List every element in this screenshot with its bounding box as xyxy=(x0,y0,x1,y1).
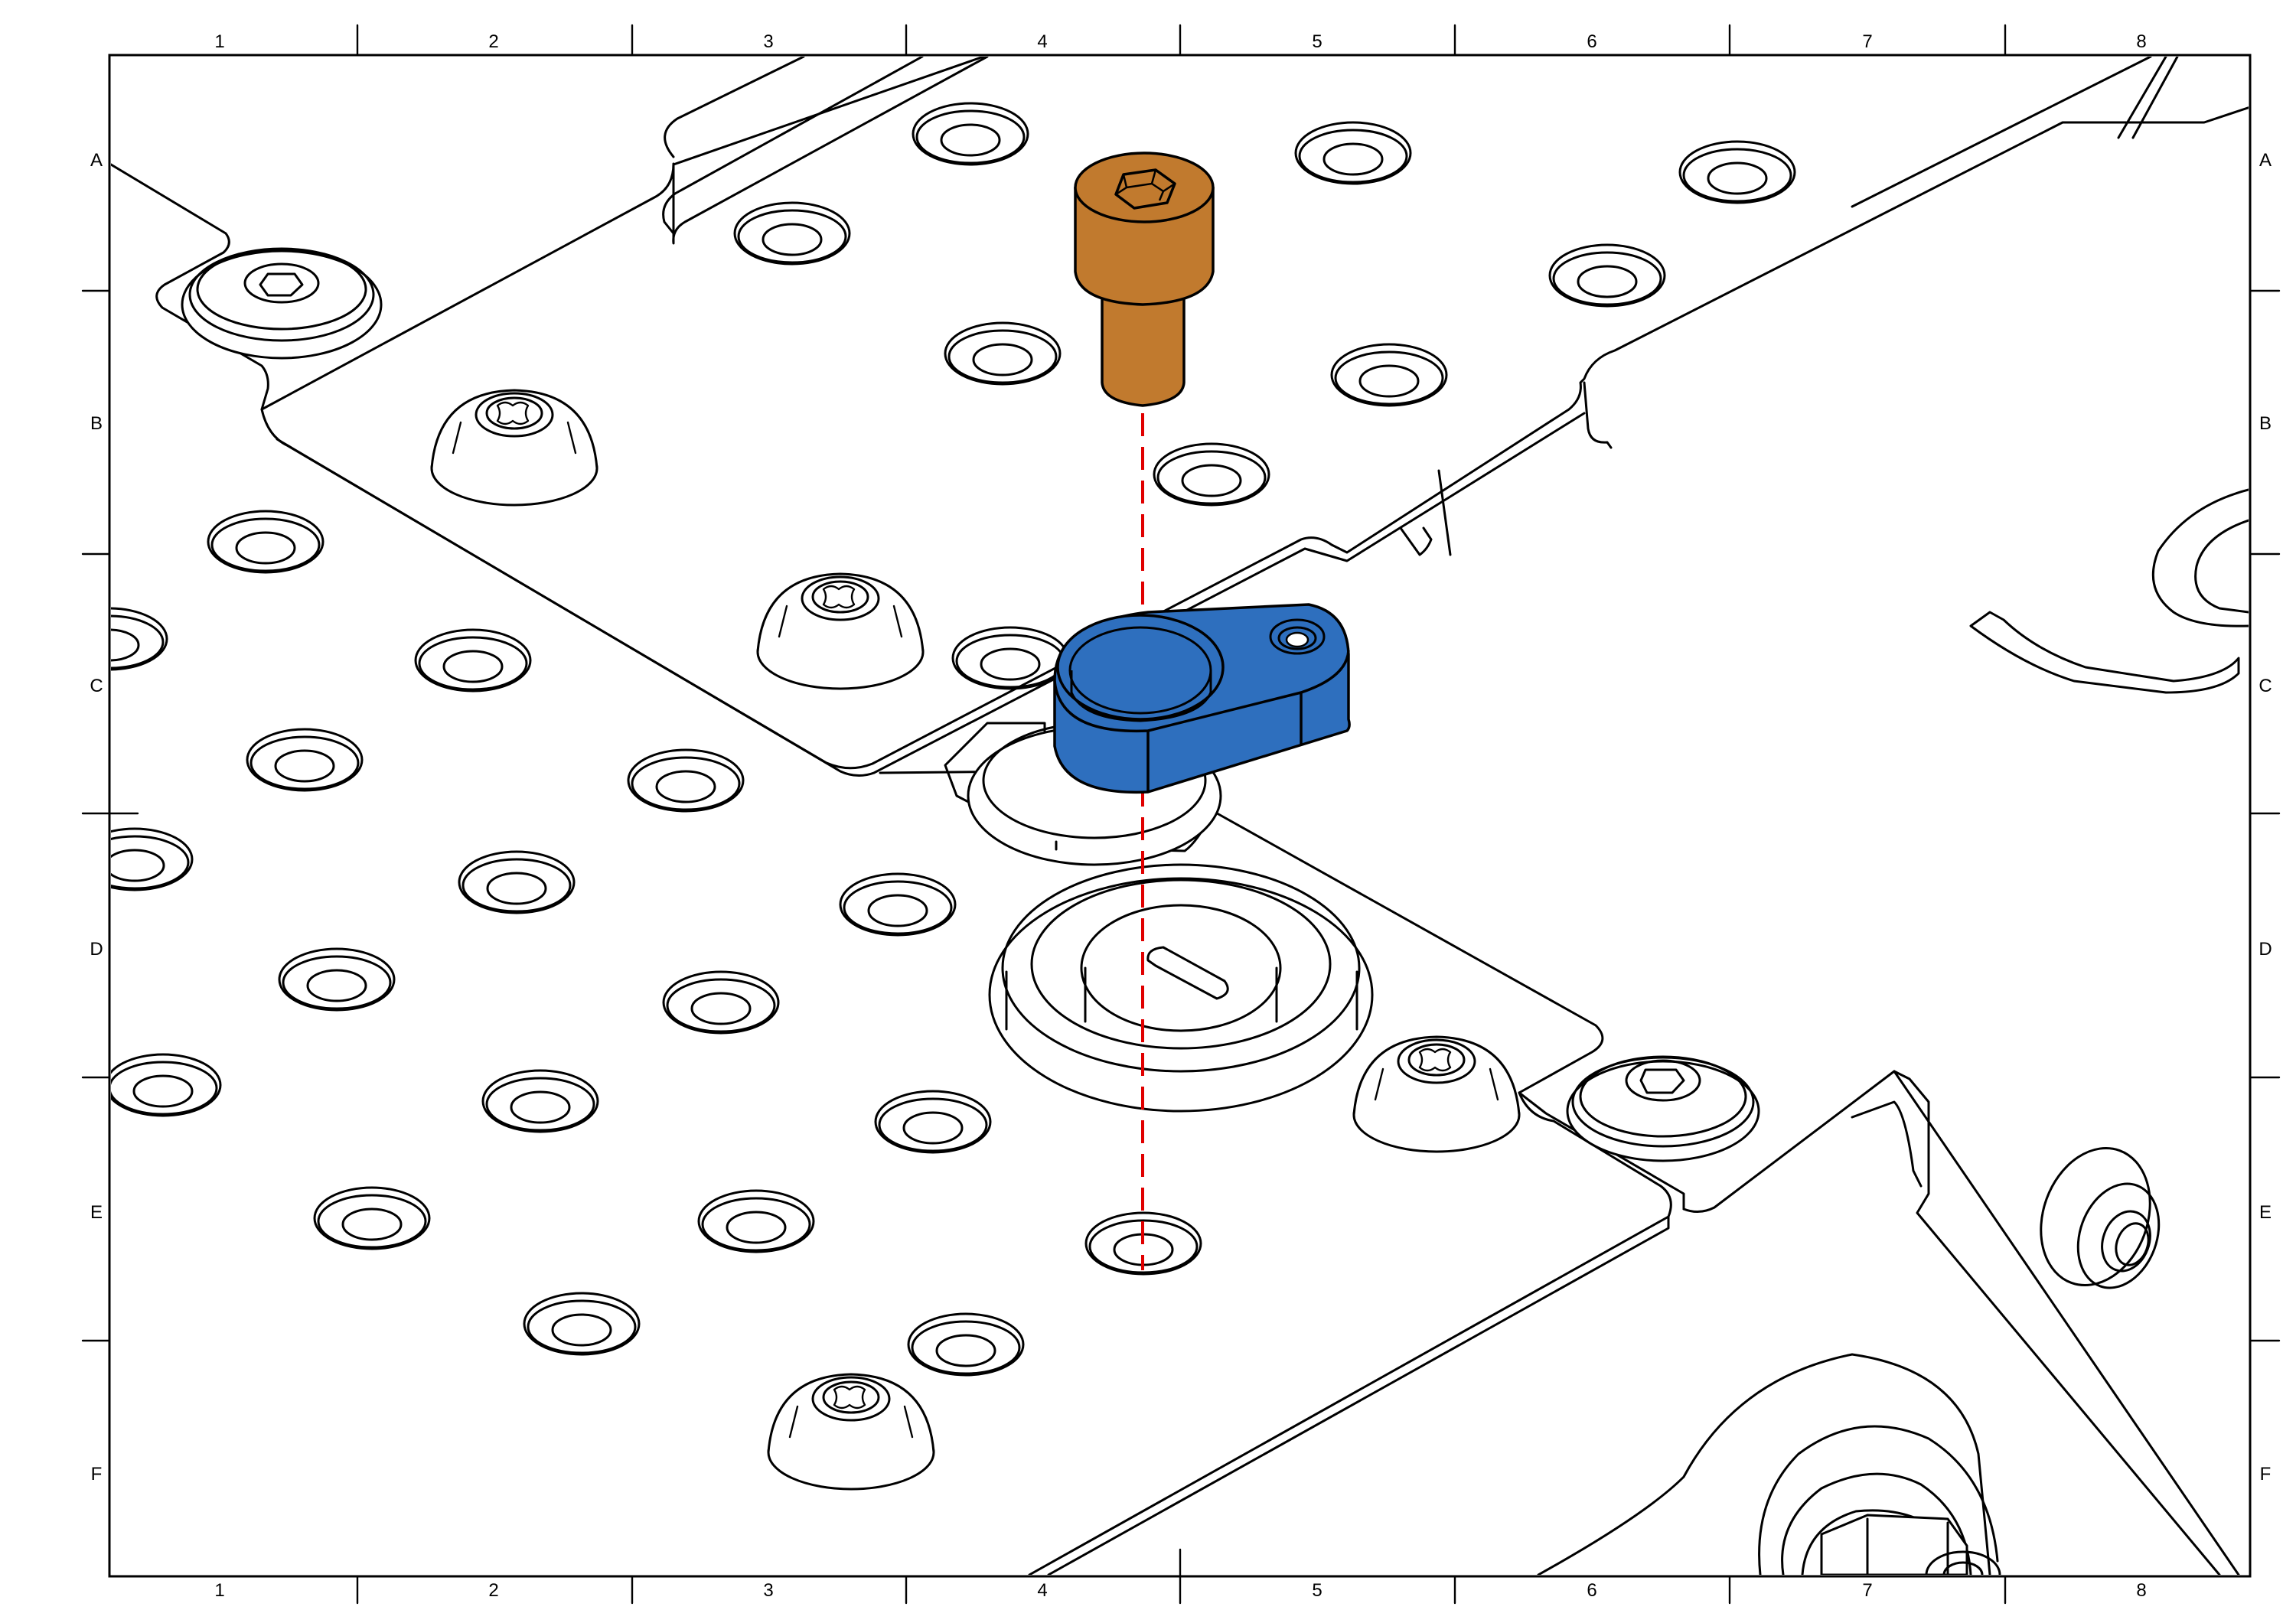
countersunk-hole xyxy=(1153,442,1270,507)
countersunk-hole xyxy=(414,628,532,693)
countersunk-hole xyxy=(246,728,364,792)
countersunk-hole xyxy=(111,1053,222,1117)
countersunk-hole xyxy=(697,1189,815,1253)
countersunk-hole xyxy=(458,850,576,914)
column-label-bottom: 5 xyxy=(1312,1580,1322,1601)
countersunk-hole xyxy=(278,947,396,1012)
torx-button-screw xyxy=(430,389,598,507)
lower-plate xyxy=(879,770,2240,1575)
row-label-right: C xyxy=(2258,676,2272,696)
column-label-bottom: 7 xyxy=(1862,1580,1872,1601)
column-label-top: 4 xyxy=(1037,31,1047,52)
row-label-left: C xyxy=(90,676,103,696)
column-label-top: 1 xyxy=(214,31,224,52)
column-label-top: 8 xyxy=(2136,31,2146,52)
row-label-left: E xyxy=(90,1202,103,1223)
center-boss xyxy=(988,863,1374,1113)
row-label-right: F xyxy=(2260,1464,2272,1484)
countersunk-hole xyxy=(907,1312,1025,1377)
row-label-right: D xyxy=(2258,939,2272,960)
column-label-bottom: 3 xyxy=(763,1580,773,1601)
installed-socket-screw xyxy=(181,247,383,360)
row-label-right: E xyxy=(2259,1202,2272,1223)
installed-socket-screw xyxy=(1566,1055,1760,1162)
countersunk-hole xyxy=(111,607,168,671)
highlighted-socket-screw xyxy=(1074,152,1215,407)
hex-nut-assembly xyxy=(1537,1353,2001,1575)
highlighted-bracket xyxy=(1053,603,1351,794)
countersunk-hole xyxy=(313,1186,431,1250)
drawing-frame: 1 2 3 4 5 6 7 8 1 2 3 4 5 6 7 8 A B C D … xyxy=(81,24,2281,1605)
countersunk-hole xyxy=(944,321,1062,386)
column-label-bottom: 1 xyxy=(214,1580,224,1601)
row-label-left: F xyxy=(91,1464,103,1484)
column-label-bottom: 6 xyxy=(1587,1580,1596,1601)
countersunk-hole xyxy=(481,1069,599,1133)
torx-screws xyxy=(430,389,1521,1491)
column-label-bottom: 4 xyxy=(1037,1580,1047,1601)
countersunk-hole xyxy=(874,1090,992,1154)
column-label-bottom: 2 xyxy=(488,1580,498,1601)
edge-bracket xyxy=(1969,488,2249,694)
countersunk-hole xyxy=(951,626,1069,690)
row-label-left: B xyxy=(90,413,103,434)
countersunk-hole xyxy=(523,1292,641,1356)
column-label-top: 6 xyxy=(1587,31,1596,52)
column-label-top: 3 xyxy=(763,31,773,52)
torx-button-screw xyxy=(756,572,925,690)
countersunk-hole xyxy=(1330,343,1448,407)
torx-button-screw xyxy=(767,1373,935,1491)
countersunk-hole xyxy=(207,510,325,574)
row-label-left: D xyxy=(90,939,103,960)
row-label-left: A xyxy=(90,150,103,171)
column-label-bottom: 8 xyxy=(2136,1580,2146,1601)
column-label-top: 7 xyxy=(1862,31,1872,52)
countersunk-hole xyxy=(627,748,745,813)
countersunk-hole xyxy=(662,970,780,1035)
countersunk-hole xyxy=(839,872,957,937)
countersunk-hole xyxy=(733,201,851,266)
torx-button-screw xyxy=(1352,1035,1521,1153)
countersunk-hole xyxy=(1548,243,1666,308)
countersunk-hole xyxy=(912,102,1029,166)
countersunk-hole xyxy=(1678,140,1796,204)
side-stud xyxy=(2040,1146,2161,1289)
row-label-right: A xyxy=(2259,150,2272,171)
countersunk-holes xyxy=(111,102,1796,1377)
column-label-top: 5 xyxy=(1312,31,1322,52)
countersunk-hole xyxy=(111,827,194,891)
column-label-top: 2 xyxy=(488,31,498,52)
row-label-right: B xyxy=(2259,413,2272,434)
countersunk-hole xyxy=(1294,121,1412,185)
